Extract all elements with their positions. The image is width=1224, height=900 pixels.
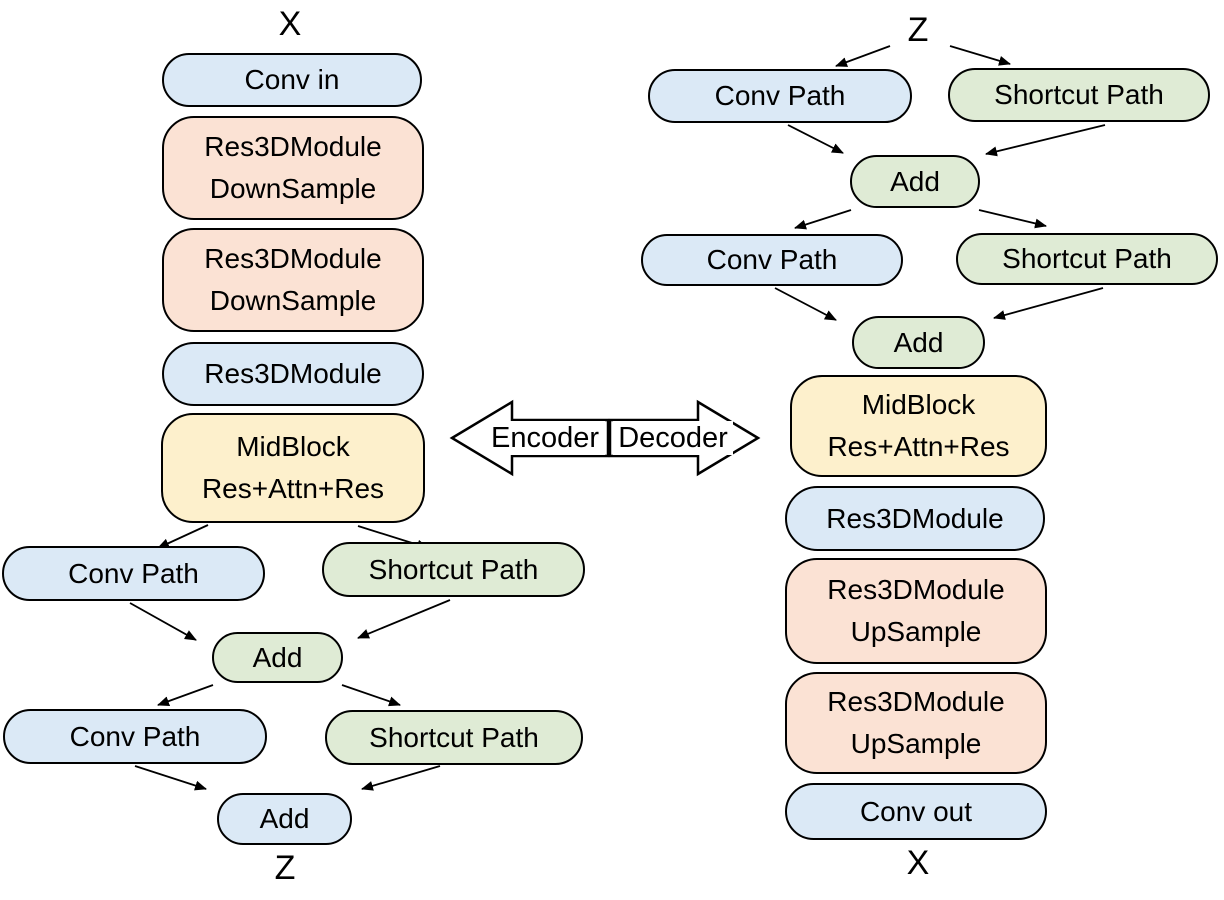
node-conv-in: Conv in [162, 53, 422, 107]
edge-shortcut-path-r1-to-add-r1 [985, 124, 1106, 157]
encoder-arrow-label: Encoder [485, 421, 605, 455]
node-add-2: Add [217, 793, 352, 845]
node-shortcut-path-r1: Shortcut Path [948, 68, 1210, 122]
edge-shortcut-path-2-to-add-2 [361, 765, 441, 791]
node-midblock-left: MidBlock Res+Attn+Res [161, 413, 425, 523]
edge-shortcut-path-r2-to-add-r2 [993, 287, 1104, 320]
node-res3d-upsample-2: Res3DModule UpSample [785, 672, 1047, 774]
encoder-output-label: Z [274, 849, 296, 887]
node-conv-path-r2: Conv Path [641, 234, 903, 286]
edge-conv-path-r2-to-add-r2 [774, 287, 837, 321]
node-res3dmodule-right: Res3DModule [785, 486, 1045, 551]
node-conv-path-2: Conv Path [3, 709, 267, 764]
node-add-r2: Add [852, 316, 985, 369]
edge-add-r1-to-shortcut-path-r2 [978, 209, 1047, 229]
edge-add-1-to-shortcut-path-2 [341, 684, 401, 707]
edge-add-r1-to-conv-path-r2 [794, 209, 852, 230]
edge-z-to-conv-path-r1 [835, 45, 891, 67]
edge-z-to-shortcut-path-r1 [949, 45, 1011, 66]
decoder-input-label: Z [907, 11, 929, 49]
decoder-arrow-label: Decoder [613, 421, 733, 455]
edge-midblock-to-conv-path-1 [157, 524, 209, 549]
node-shortcut-path-r2: Shortcut Path [956, 233, 1218, 285]
node-shortcut-path-2: Shortcut Path [325, 710, 583, 765]
node-conv-path-1: Conv Path [2, 546, 265, 601]
node-res3d-downsample-1: Res3DModule DownSample [162, 116, 424, 220]
edge-add-1-to-conv-path-2 [157, 684, 214, 706]
node-res3d-downsample-2: Res3DModule DownSample [162, 228, 424, 332]
edge-shortcut-path-1-to-add-1 [357, 599, 451, 639]
node-res3dmodule-left: Res3DModule [162, 342, 424, 406]
edge-conv-path-1-to-add-1 [129, 602, 197, 641]
edge-conv-path-r1-to-add-r1 [787, 124, 844, 154]
edge-conv-path-2-to-add-2 [134, 765, 207, 791]
encoder-input-label: X [278, 5, 302, 43]
node-add-r1: Add [850, 155, 980, 208]
node-midblock-right: MidBlock Res+Attn+Res [790, 375, 1047, 477]
node-conv-out: Conv out [785, 783, 1047, 840]
node-shortcut-path-1: Shortcut Path [322, 542, 585, 597]
node-conv-path-r1: Conv Path [648, 69, 912, 123]
node-add-1: Add [212, 632, 343, 683]
node-res3d-upsample-1: Res3DModule UpSample [785, 558, 1047, 664]
decoder-output-label: X [906, 844, 930, 882]
